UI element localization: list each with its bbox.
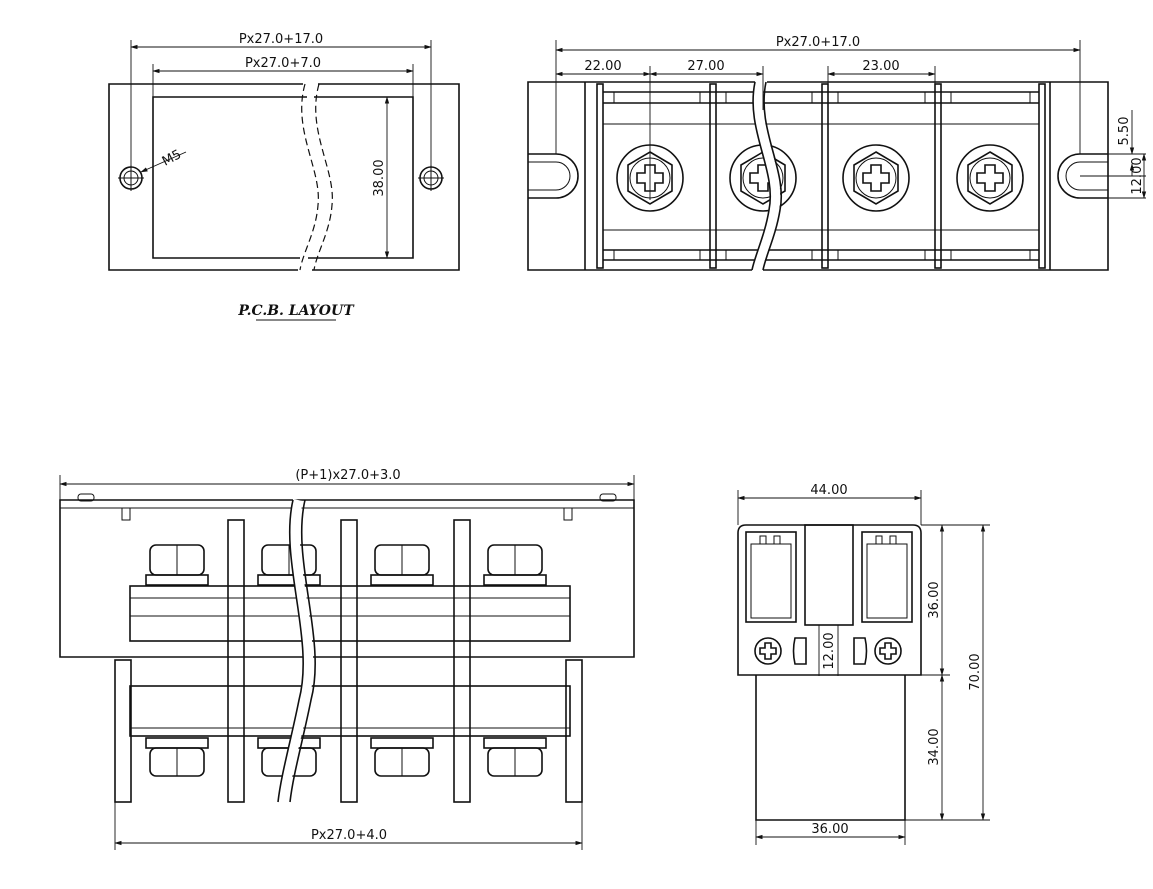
side-screw-right — [874, 637, 902, 665]
dim-outer-width: Px27.0+17.0 — [239, 32, 323, 47]
dim-slot-offset: 5.50 — [1117, 117, 1132, 146]
top-view: Px27.0+17.0 22.00 27.00 23.00 5.50 12.00 — [527, 35, 1147, 272]
dim-side-width-bottom: 36.00 — [811, 822, 848, 837]
side-screw-left — [754, 637, 782, 665]
front-screws-lower — [145, 737, 547, 777]
pcb-layout-view: M5 Px27.0+17.0 Px27.0+7.0 38.00 P.C.B. L… — [108, 32, 460, 321]
barriers — [596, 83, 1046, 269]
mount-slot-right — [1057, 153, 1108, 199]
dim-front-top: (P+1)x27.0+3.0 — [295, 468, 400, 483]
dim-front-bottom: Px27.0+4.0 — [311, 828, 387, 843]
terminal-screw-4 — [956, 144, 1024, 212]
dim-side-width-top: 44.00 — [810, 483, 847, 498]
terminal-screw-3 — [842, 144, 910, 212]
side-view: 44.00 12.00 — [737, 483, 990, 845]
dim-pitch: 27.00 — [687, 59, 724, 74]
dim-side-height-total: 70.00 — [968, 653, 983, 690]
dim-inner-width: Px27.0+7.0 — [245, 56, 321, 71]
hole-label: M5 — [160, 147, 184, 169]
dim-height: 38.00 — [372, 159, 387, 196]
dim-end-to-center: 22.00 — [584, 59, 621, 74]
dim-terminal-gap: 12.00 — [822, 632, 837, 669]
dim-barrier-gap: 23.00 — [862, 59, 899, 74]
dim-overall: Px27.0+17.0 — [776, 35, 860, 50]
hole-leader — [140, 151, 187, 173]
mount-slot-left — [528, 153, 579, 199]
dim-side-height-lower: 34.00 — [927, 728, 942, 765]
pcb-layout-caption: P.C.B. LAYOUT — [237, 303, 355, 319]
front-view: (P+1)x27.0+3.0 — [59, 468, 635, 850]
dim-side-height-upper: 36.00 — [927, 581, 942, 618]
dim-slot-width: 12.00 — [1130, 157, 1145, 194]
front-screws-upper — [145, 544, 547, 586]
front-barriers — [114, 519, 583, 803]
